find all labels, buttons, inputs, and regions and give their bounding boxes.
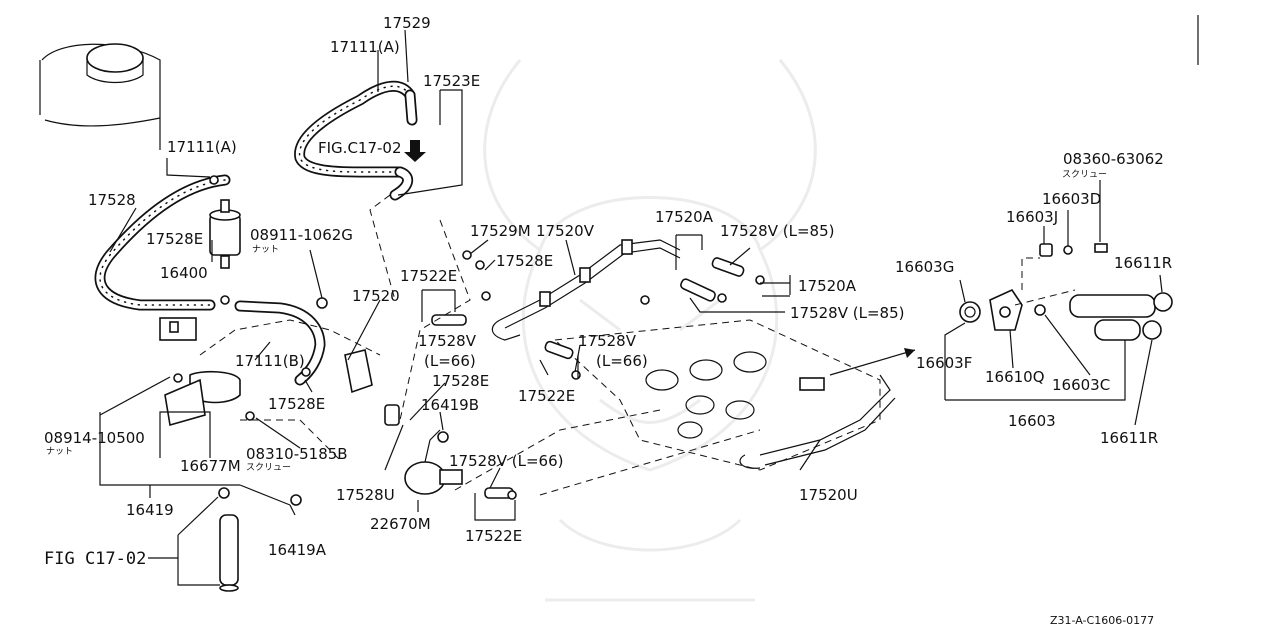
dashed-reference-lines <box>199 194 1076 496</box>
label-17520: 17520 <box>352 287 400 305</box>
intake-manifold-outline <box>553 319 881 471</box>
label-16603f: 16603F <box>916 354 972 372</box>
label-08360: 08360-63062 <box>1063 150 1164 168</box>
label-08914: 08914-10500 <box>44 429 145 447</box>
label-08911: 08911-1062G <box>250 226 353 244</box>
label-17520a-right: 17520A <box>798 277 857 295</box>
label-17528v-85-top: 17528V (L=85) <box>720 222 834 240</box>
label-nut-b: ナット <box>46 446 73 457</box>
label-16611r-top: 16611R <box>1114 254 1172 272</box>
label-16603g: 16603G <box>895 258 954 276</box>
label-17529m: 17529M <box>470 222 531 240</box>
label-17528u: 17528U <box>336 486 395 504</box>
label-nut-a: ナット <box>252 244 279 255</box>
label-22670m: 22670M <box>370 515 431 533</box>
fuel-hose-17528 <box>94 174 231 311</box>
label-17111a-left: 17111(A) <box>167 138 237 156</box>
label-fig-c17-02-top: FIG.C17-02 <box>318 139 402 157</box>
label-16610q: 16610Q <box>985 368 1045 386</box>
label-17528v-66-c: 17528V (L=66) <box>449 452 563 470</box>
injector-assembly <box>959 243 1173 341</box>
fuel-tank-outline <box>39 43 161 150</box>
label-l66-a: (L=66) <box>424 352 476 370</box>
leader-lines <box>99 15 1199 586</box>
label-17520v: 17520V <box>536 222 595 240</box>
label-17528e-b: 17528E <box>496 252 553 270</box>
label-screw-b: スクリュー <box>1062 169 1107 180</box>
label-16603d: 16603D <box>1042 190 1101 208</box>
label-17528e-a: 17528E <box>146 230 203 248</box>
hose-fig-c17-02-bottom <box>219 514 239 592</box>
label-08310: 08310-5185B <box>246 445 348 463</box>
label-17528: 17528 <box>88 191 136 209</box>
down-arrow-icon <box>404 140 426 162</box>
watermark-emblem <box>483 59 817 602</box>
label-l66-b: (L=66) <box>596 352 648 370</box>
label-17528v-66-b: 17528V <box>578 332 637 350</box>
label-17520a-top: 17520A <box>655 208 714 226</box>
label-16603: 16603 <box>1008 412 1056 430</box>
label-16603j: 16603J <box>1006 208 1058 226</box>
clamp-set-center <box>437 250 765 500</box>
label-17520u: 17520U <box>799 486 858 504</box>
label-16400: 16400 <box>160 264 208 282</box>
label-17528v-66-a: 17528V <box>418 332 477 350</box>
fuel-filter-16400 <box>209 199 241 269</box>
fuel-hose-17529 <box>294 80 418 201</box>
label-16611r-bottom: 16611R <box>1100 429 1158 447</box>
filter-bracket <box>159 317 241 427</box>
part-labels: 17529 17111(A) 17523E FIG.C17-02 17111(A… <box>44 14 1172 626</box>
label-17528v-85-right: 17528V (L=85) <box>790 304 904 322</box>
small-hoses-center <box>344 257 745 499</box>
clamp-set-left <box>173 175 328 506</box>
label-16677m: 16677M <box>180 457 241 475</box>
label-fig-c17-02-bottom: FIG C17-02 <box>44 549 146 569</box>
label-16419b: 16419B <box>421 396 479 414</box>
label-16419: 16419 <box>126 501 174 519</box>
label-17528e-c: 17528E <box>268 395 325 413</box>
label-17529: 17529 <box>383 14 431 32</box>
label-16419a: 16419A <box>268 541 327 559</box>
label-screw-a: スクリュー <box>246 462 291 473</box>
pressure-regulator-22670m <box>404 429 463 495</box>
label-17522e-c: 17522E <box>465 527 522 545</box>
drawing-code: Z31-A-C1606-0177 <box>1050 614 1154 626</box>
label-17111a-top: 17111(A) <box>330 38 400 56</box>
fuel-rail-17520v <box>491 239 681 341</box>
label-17522e-a: 17522E <box>400 267 457 285</box>
label-16603c: 16603C <box>1052 376 1110 394</box>
label-17528e-d: 17528E <box>432 372 489 390</box>
fuel-rail-17520u <box>739 374 896 469</box>
label-17522e-b: 17522E <box>518 387 575 405</box>
label-17523e: 17523E <box>423 72 480 90</box>
label-17111b: 17111(B) <box>235 352 305 370</box>
